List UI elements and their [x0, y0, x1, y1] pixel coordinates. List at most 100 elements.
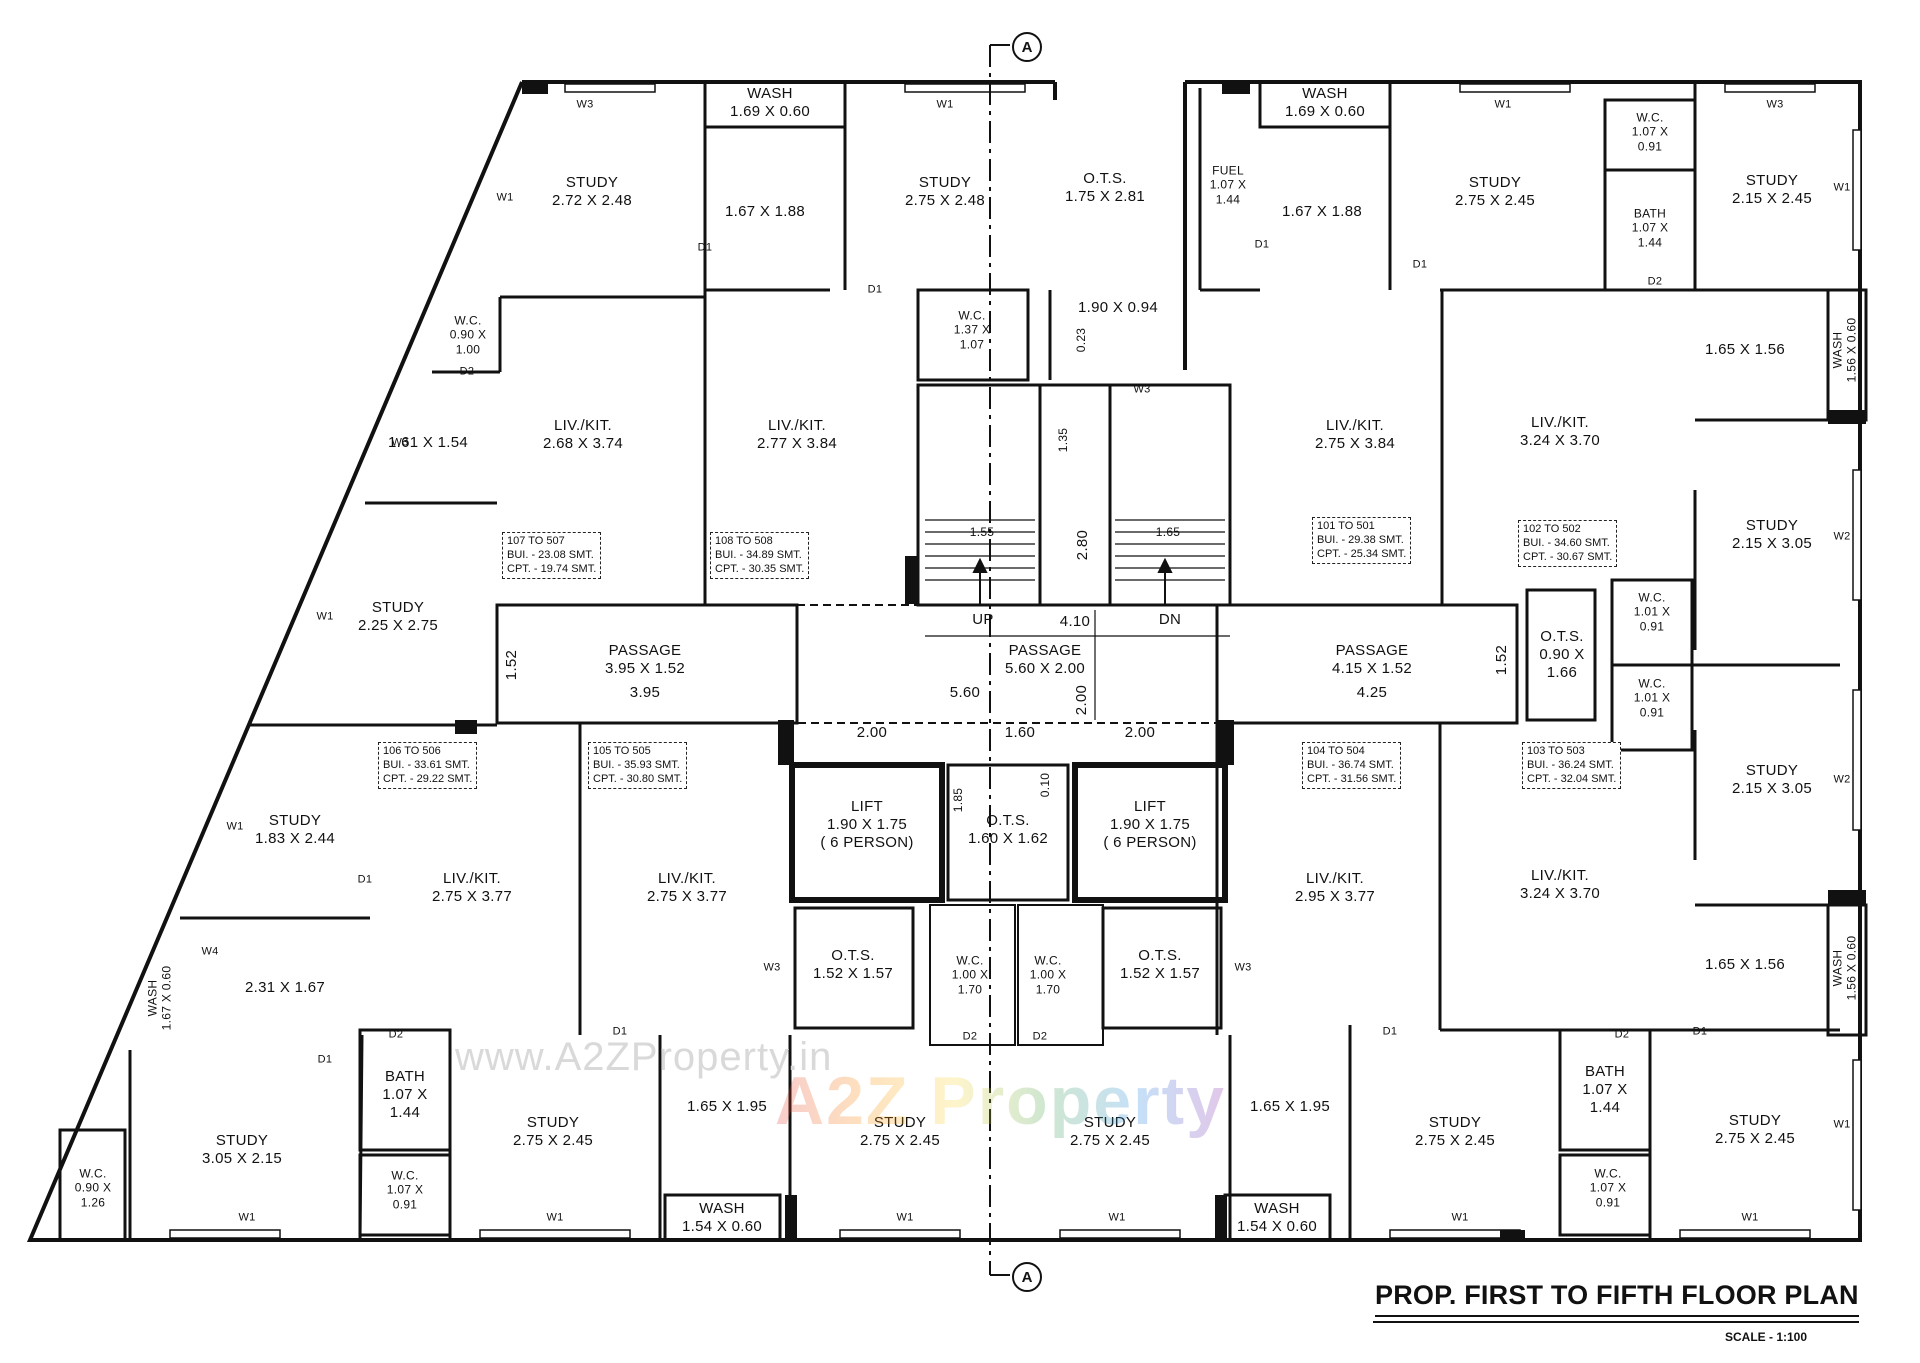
- room-liv-105: LIV./KIT. 2.75 X 3.77: [646, 870, 728, 905]
- room-liv-108: LIV./KIT. 2.77 X 3.84: [756, 417, 838, 452]
- area-box-101: 101 TO 501 BUI. - 29.38 SMT. CPT. - 25.3…: [1312, 517, 1412, 565]
- area-box-103: 103 TO 503 BUI. - 36.24 SMT. CPT. - 32.0…: [1522, 742, 1622, 790]
- room-study-d: STUDY 1.83 X 2.44: [254, 812, 336, 847]
- tag-window: W1: [1741, 1211, 1759, 1224]
- tag-door: D1: [867, 283, 883, 296]
- dim-2-80: 2.80: [1074, 529, 1091, 561]
- room-ots-small: 1.90 X 0.94: [1077, 299, 1159, 316]
- tag-window: W1: [1494, 98, 1512, 111]
- tag-window: W3: [576, 98, 594, 111]
- area-box-105: 105 TO 505 BUI. - 35.93 SMT. CPT. - 30.8…: [588, 742, 688, 790]
- room-g: 1.65 X 1.56: [1704, 341, 1786, 358]
- tag-door: D2: [962, 1030, 978, 1043]
- dim-1-55: 1.55: [969, 524, 995, 539]
- room-study-b: STUDY 2.75 X 2.48: [904, 174, 986, 209]
- room-study-g: STUDY 2.75 X 2.45: [859, 1114, 941, 1149]
- room-liv-104: LIV./KIT. 2.95 X 3.77: [1294, 870, 1376, 905]
- tag-window: W1: [316, 610, 334, 623]
- room-d: 1.65 X 1.95: [686, 1098, 768, 1115]
- tag-window: W1: [546, 1211, 564, 1224]
- dim-2-00-b: 2.00: [1124, 724, 1156, 741]
- tag-window: W4: [201, 945, 219, 958]
- tag-door: D2: [1647, 275, 1663, 288]
- room-bath-a: BATH 1.07 X 1.44: [382, 1068, 428, 1121]
- room-liv-107: LIV./KIT. 2.68 X 3.74: [542, 417, 624, 452]
- room-wash-b: WASH 1.67 X 0.60: [145, 965, 174, 1031]
- room-liv-103: LIV./KIT. 3.24 X 3.70: [1519, 867, 1601, 902]
- tag-window: W3: [1133, 383, 1151, 396]
- dim-5-60: 5.60: [949, 684, 981, 701]
- tag-window: W2: [1833, 530, 1851, 543]
- section-marker-bottom: A: [1012, 1262, 1042, 1292]
- room-a: 1.67 X 1.88: [724, 203, 806, 220]
- tag-window: W3: [1234, 961, 1252, 974]
- room-liv-102: LIV./KIT. 3.24 X 3.70: [1519, 414, 1601, 449]
- ots-lift-shaft: [946, 763, 1070, 902]
- room-study-m: STUDY 2.15 X 3.05: [1731, 517, 1813, 552]
- passage-right-label: PASSAGE 4.15 X 1.52: [1331, 642, 1413, 677]
- dim-2-00-a: 2.00: [856, 724, 888, 741]
- tag-window: W1: [1451, 1211, 1469, 1224]
- tag-window: W3: [391, 436, 409, 449]
- dim-4-25: 4.25: [1356, 684, 1388, 701]
- tag-window: W1: [496, 191, 514, 204]
- tag-door: D1: [1254, 238, 1270, 251]
- dim-1-65: 1.65: [1155, 524, 1181, 539]
- dim-1-52-left: 1.52: [503, 649, 520, 681]
- area-box-106: 106 TO 506 BUI. - 33.61 SMT. CPT. - 29.2…: [378, 742, 478, 790]
- room-study-k: STUDY 2.75 X 2.45: [1454, 174, 1536, 209]
- lift-left-label: LIFT 1.90 X 1.75 ( 6 PERSON): [820, 798, 914, 851]
- tag-window: W1: [1108, 1211, 1126, 1224]
- room-f: 1.67 X 1.88: [1281, 203, 1363, 220]
- room-fuel: FUEL 1.07 X 1.44: [1209, 163, 1247, 207]
- tag-door: D2: [1614, 1028, 1630, 1041]
- tag-door: D1: [697, 241, 713, 254]
- watermark-brand: A2Z Property: [775, 1063, 1226, 1139]
- room-bath-c: BATH 1.07 X 1.44: [1631, 206, 1669, 250]
- room-ots-r: O.T.S. 0.90 X 1.66: [1539, 628, 1585, 681]
- room-wash-d: WASH 1.54 X 0.60: [1236, 1200, 1318, 1235]
- room-ots-c1: O.T.S. 1.52 X 1.57: [812, 947, 894, 982]
- stair-core: [916, 383, 1232, 607]
- dim-0-23: 0.23: [1073, 327, 1088, 353]
- room-study-f: STUDY 2.75 X 2.45: [512, 1114, 594, 1149]
- room-e: 1.65 X 1.95: [1249, 1098, 1331, 1115]
- dim-1-60: 1.60: [1004, 724, 1036, 741]
- tag-window: W3: [763, 961, 781, 974]
- room-b: 1.61 X 1.54: [387, 434, 469, 451]
- passage-center: [796, 604, 1218, 724]
- room-wc-c2: W.C. 1.00 X 1.70: [1029, 953, 1067, 997]
- room-wc-left: W.C. 0.90 X 1.00: [449, 313, 487, 357]
- tag-window: W1: [936, 98, 954, 111]
- lift-right-shaft: [1072, 762, 1228, 903]
- room-wash-c: WASH 1.54 X 0.60: [681, 1200, 763, 1235]
- lift-left-shaft: [789, 762, 945, 903]
- room-ots-c2: O.T.S. 1.52 X 1.57: [1119, 947, 1201, 982]
- drawing-scale: SCALE - 1:100: [1725, 1330, 1808, 1344]
- tag-door: D1: [1692, 1025, 1708, 1038]
- room-study-i: STUDY 2.75 X 2.45: [1414, 1114, 1496, 1149]
- room-study-e: STUDY 3.05 X 2.15: [201, 1132, 283, 1167]
- area-box-102: 102 TO 502 BUI. - 34.60 SMT. CPT. - 30.6…: [1518, 520, 1618, 568]
- area-box-104: 104 TO 504 BUI. - 36.74 SMT. CPT. - 31.5…: [1302, 742, 1402, 790]
- room-ots-top: O.T.S. 1.75 X 2.81: [1064, 170, 1146, 205]
- room-c: 2.31 X 1.67: [244, 979, 326, 996]
- room-study-h: STUDY 2.75 X 2.45: [1069, 1114, 1151, 1149]
- tag-window: W1: [226, 820, 244, 833]
- dim-4-10: 4.10: [1059, 613, 1091, 630]
- room-study-c: STUDY 2.25 X 2.75: [357, 599, 439, 634]
- dim-1-52-right: 1.52: [1493, 644, 1510, 676]
- ots-lift-label: O.T.S. 1.60 X 1.62: [967, 812, 1049, 847]
- lift-right-label: LIFT 1.90 X 1.75 ( 6 PERSON): [1103, 798, 1197, 851]
- tag-door: D1: [1382, 1025, 1398, 1038]
- dim-2-00-vert: 2.00: [1073, 684, 1090, 716]
- tag-window: W2: [1833, 773, 1851, 786]
- watermark-url: www.A2ZProperty.in: [455, 1035, 833, 1079]
- tag-door: D1: [612, 1025, 628, 1038]
- room-wc-b: W.C. 1.07 X 0.91: [386, 1168, 424, 1212]
- room-study-j: STUDY 2.75 X 2.45: [1714, 1112, 1796, 1147]
- room-wash-g: WASH 1.56 X 0.60: [1830, 935, 1859, 1001]
- room-wc-e: W.C. 1.01 X 0.91: [1633, 590, 1671, 634]
- room-wc-d: W.C. 1.07 X 0.91: [1631, 110, 1669, 154]
